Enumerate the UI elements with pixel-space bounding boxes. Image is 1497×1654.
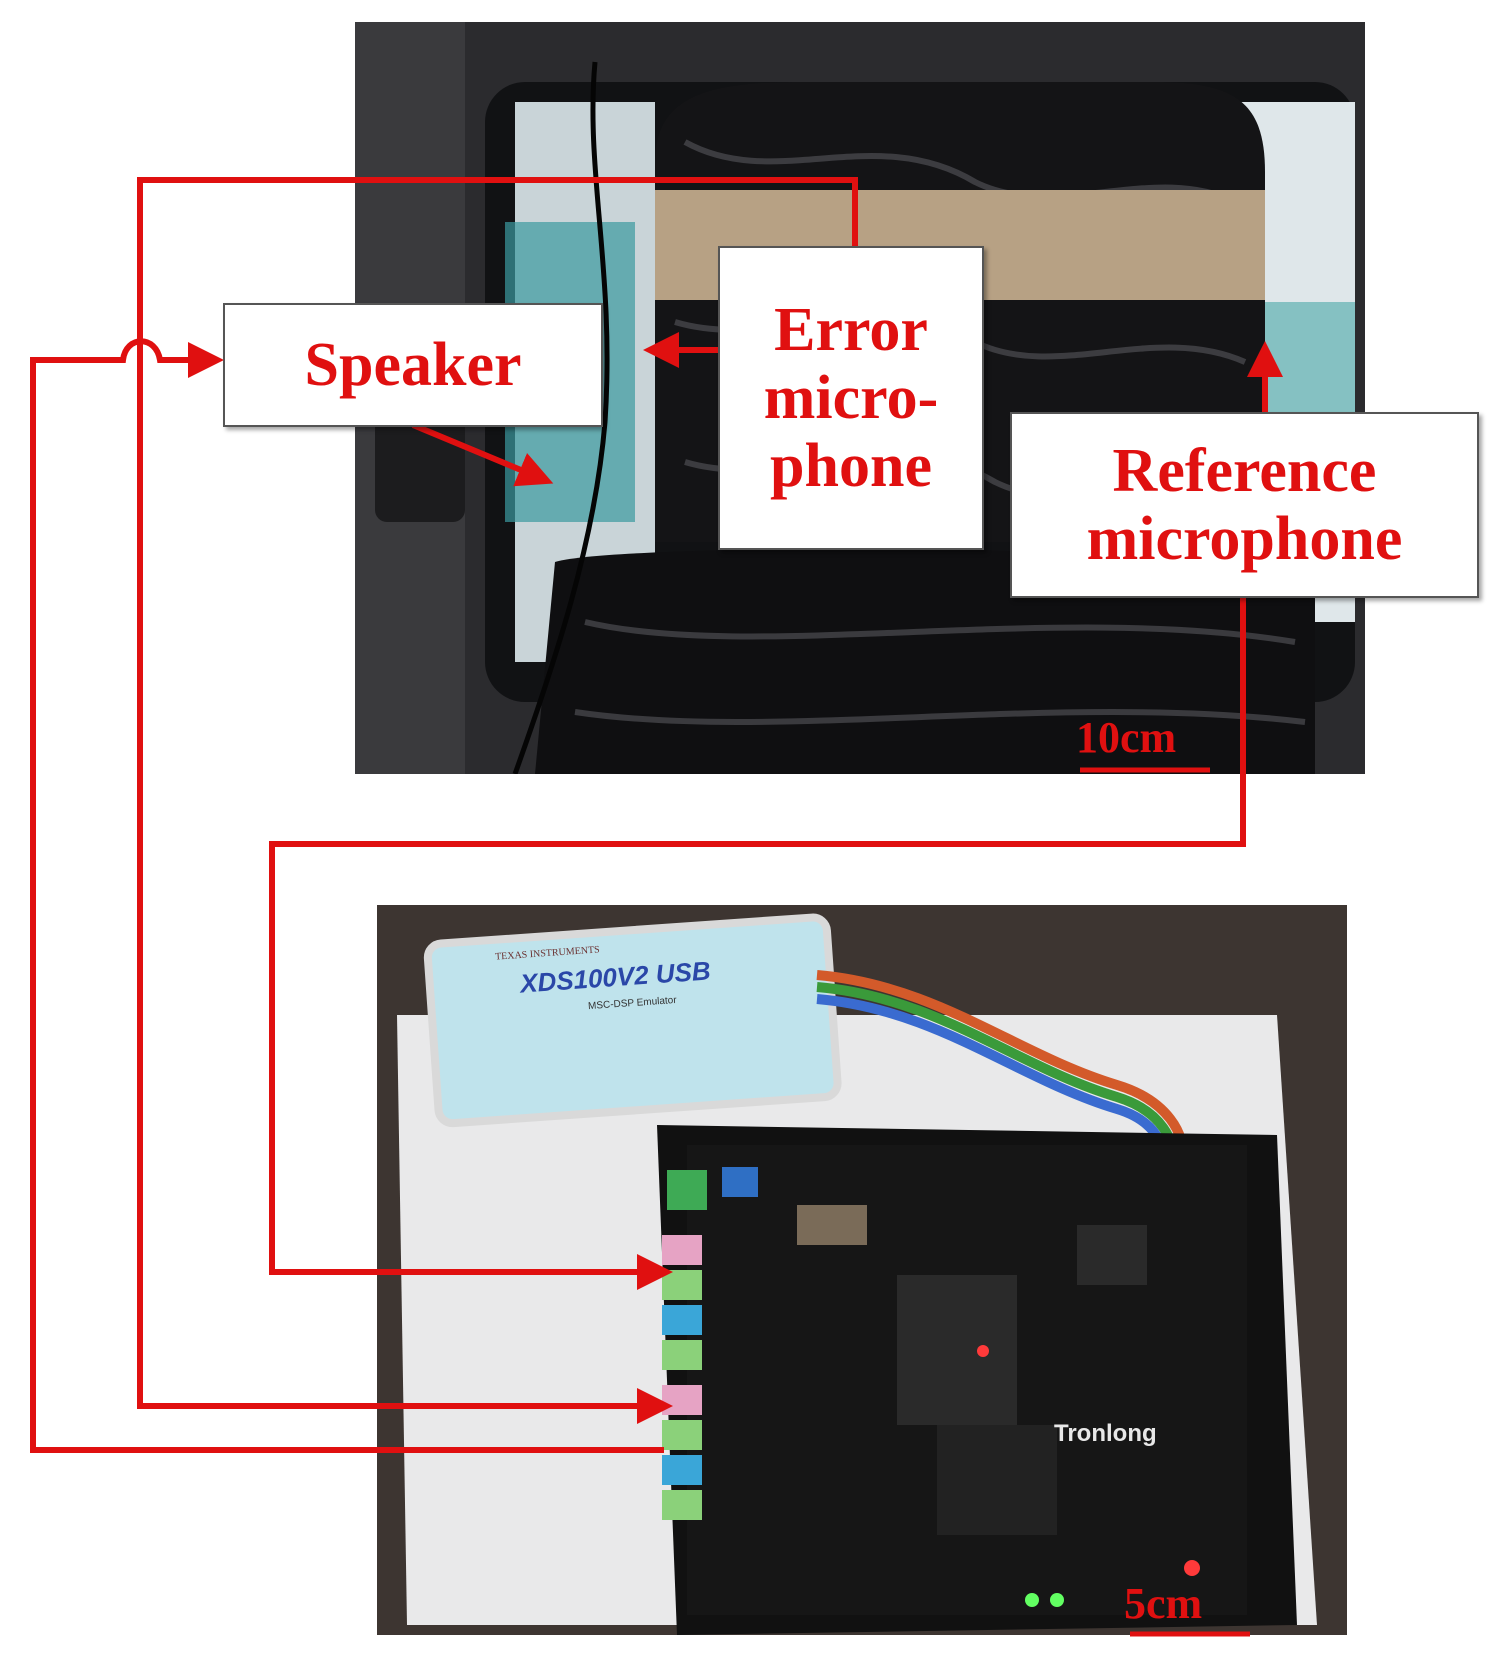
scale-label-10cm: 10cm (1076, 713, 1177, 762)
reference-label-line1: Reference (1112, 436, 1377, 505)
error-microphone-label: Error micro- phone (718, 246, 984, 550)
error-label-line1: Error (774, 295, 928, 364)
scale-label-5cm: 5cm (1124, 1579, 1203, 1628)
speaker-label: Speaker (223, 303, 603, 427)
reference-microphone-label: Reference microphone (1010, 412, 1479, 598)
speaker-label-text: Speaker (304, 330, 522, 399)
error-mic-wire (137, 177, 858, 1424)
speaker-pointer (411, 422, 554, 487)
board-photo (377, 905, 1347, 1635)
error-label-line3: phone (770, 432, 932, 501)
reference-label-line2: microphone (1086, 505, 1403, 573)
reference-mic-wire (269, 594, 1246, 1290)
speaker-wire (30, 338, 664, 1453)
error-label-line2: micro- (763, 363, 939, 432)
board-brand-text: Tronlong (1054, 1420, 1157, 1447)
